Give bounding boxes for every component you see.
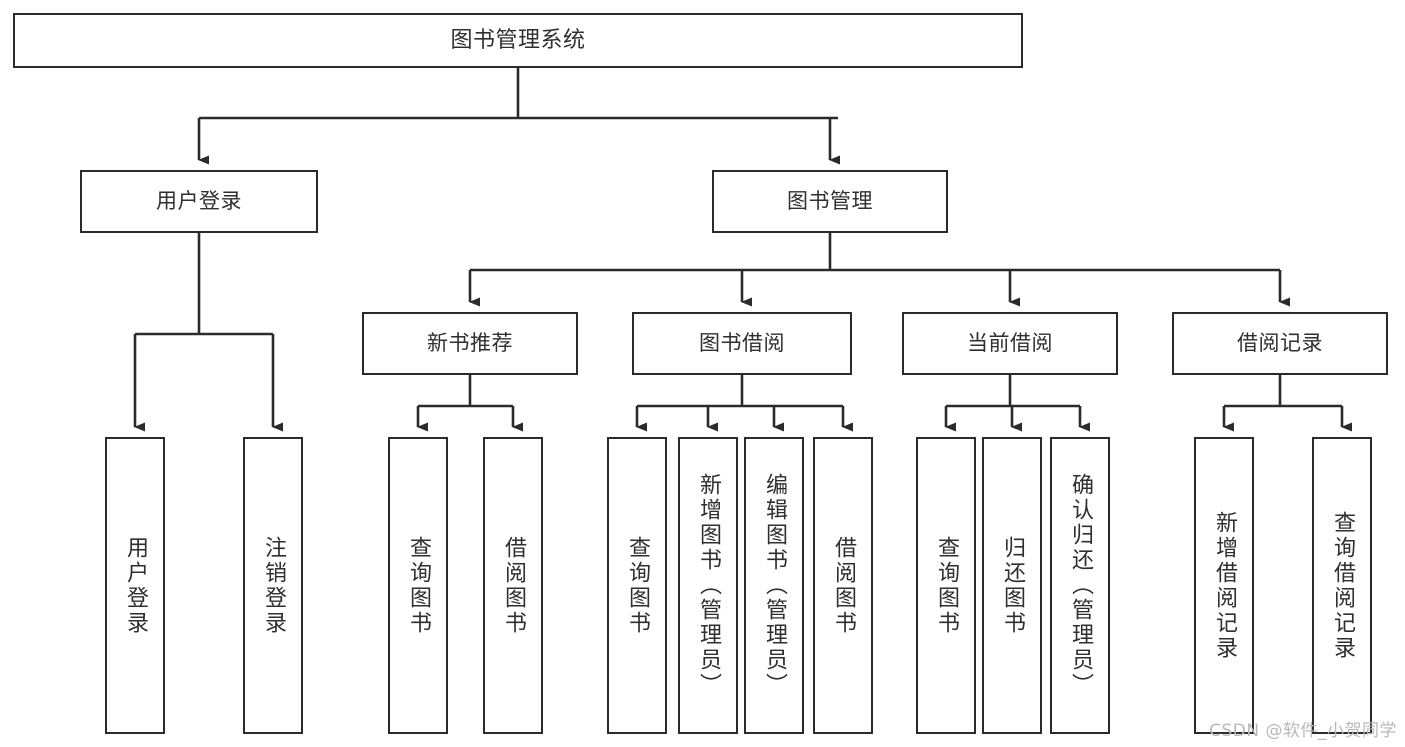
node-label: 借阅记录 (1237, 331, 1323, 356)
node-label: 用户登录 (123, 535, 148, 636)
leaf-logout[interactable]: 注销登录 (243, 437, 303, 734)
node-label: 查询借阅记录 (1330, 510, 1355, 661)
node-book-management[interactable]: 图书管理 (712, 170, 948, 233)
node-label: 新增借阅记录 (1212, 510, 1237, 661)
node-current-borrow[interactable]: 当前借阅 (902, 312, 1118, 375)
node-label: 图书管理 (787, 189, 873, 214)
node-label: 编辑图书（管理员） (762, 473, 787, 698)
node-label: 新增图书（管理员） (696, 473, 721, 698)
leaf-query-book-borrow[interactable]: 查询图书 (607, 437, 667, 734)
node-label: 查询图书 (934, 535, 959, 636)
node-label: 当前借阅 (967, 331, 1053, 356)
node-label: 借阅图书 (501, 535, 526, 636)
leaf-return-book[interactable]: 归还图书 (982, 437, 1042, 734)
leaf-query-book-recommend[interactable]: 查询图书 (388, 437, 448, 734)
watermark-text: CSDN @软件_小贺同学 (1209, 721, 1397, 741)
leaf-confirm-return-admin[interactable]: 确认归还（管理员） (1050, 437, 1110, 734)
node-label: 查询图书 (625, 535, 650, 636)
leaf-query-book-current[interactable]: 查询图书 (916, 437, 976, 734)
node-borrow-records[interactable]: 借阅记录 (1172, 312, 1388, 375)
node-user-login[interactable]: 用户登录 (80, 170, 318, 233)
leaf-edit-book-admin[interactable]: 编辑图书（管理员） (744, 437, 804, 734)
node-label: 新书推荐 (427, 331, 513, 356)
node-label: 注销登录 (261, 535, 286, 636)
node-book-borrow[interactable]: 图书借阅 (632, 312, 852, 375)
node-new-book-recommend[interactable]: 新书推荐 (362, 312, 578, 375)
node-label: 归还图书 (1000, 535, 1025, 636)
node-label: 借阅图书 (831, 535, 856, 636)
node-label: 图书借阅 (699, 331, 785, 356)
leaf-borrow-book-recommend[interactable]: 借阅图书 (483, 437, 543, 734)
leaf-add-borrow-record[interactable]: 新增借阅记录 (1194, 437, 1254, 734)
node-label: 图书管理系统 (450, 27, 586, 53)
leaf-user-login[interactable]: 用户登录 (105, 437, 165, 734)
leaf-query-borrow-record[interactable]: 查询借阅记录 (1312, 437, 1372, 734)
node-label: 查询图书 (406, 535, 431, 636)
leaf-add-book-admin[interactable]: 新增图书（管理员） (678, 437, 738, 734)
node-root-system[interactable]: 图书管理系统 (13, 13, 1023, 68)
leaf-borrow-book[interactable]: 借阅图书 (813, 437, 873, 734)
node-label: 确认归还（管理员） (1068, 473, 1093, 698)
node-label: 用户登录 (156, 189, 242, 214)
